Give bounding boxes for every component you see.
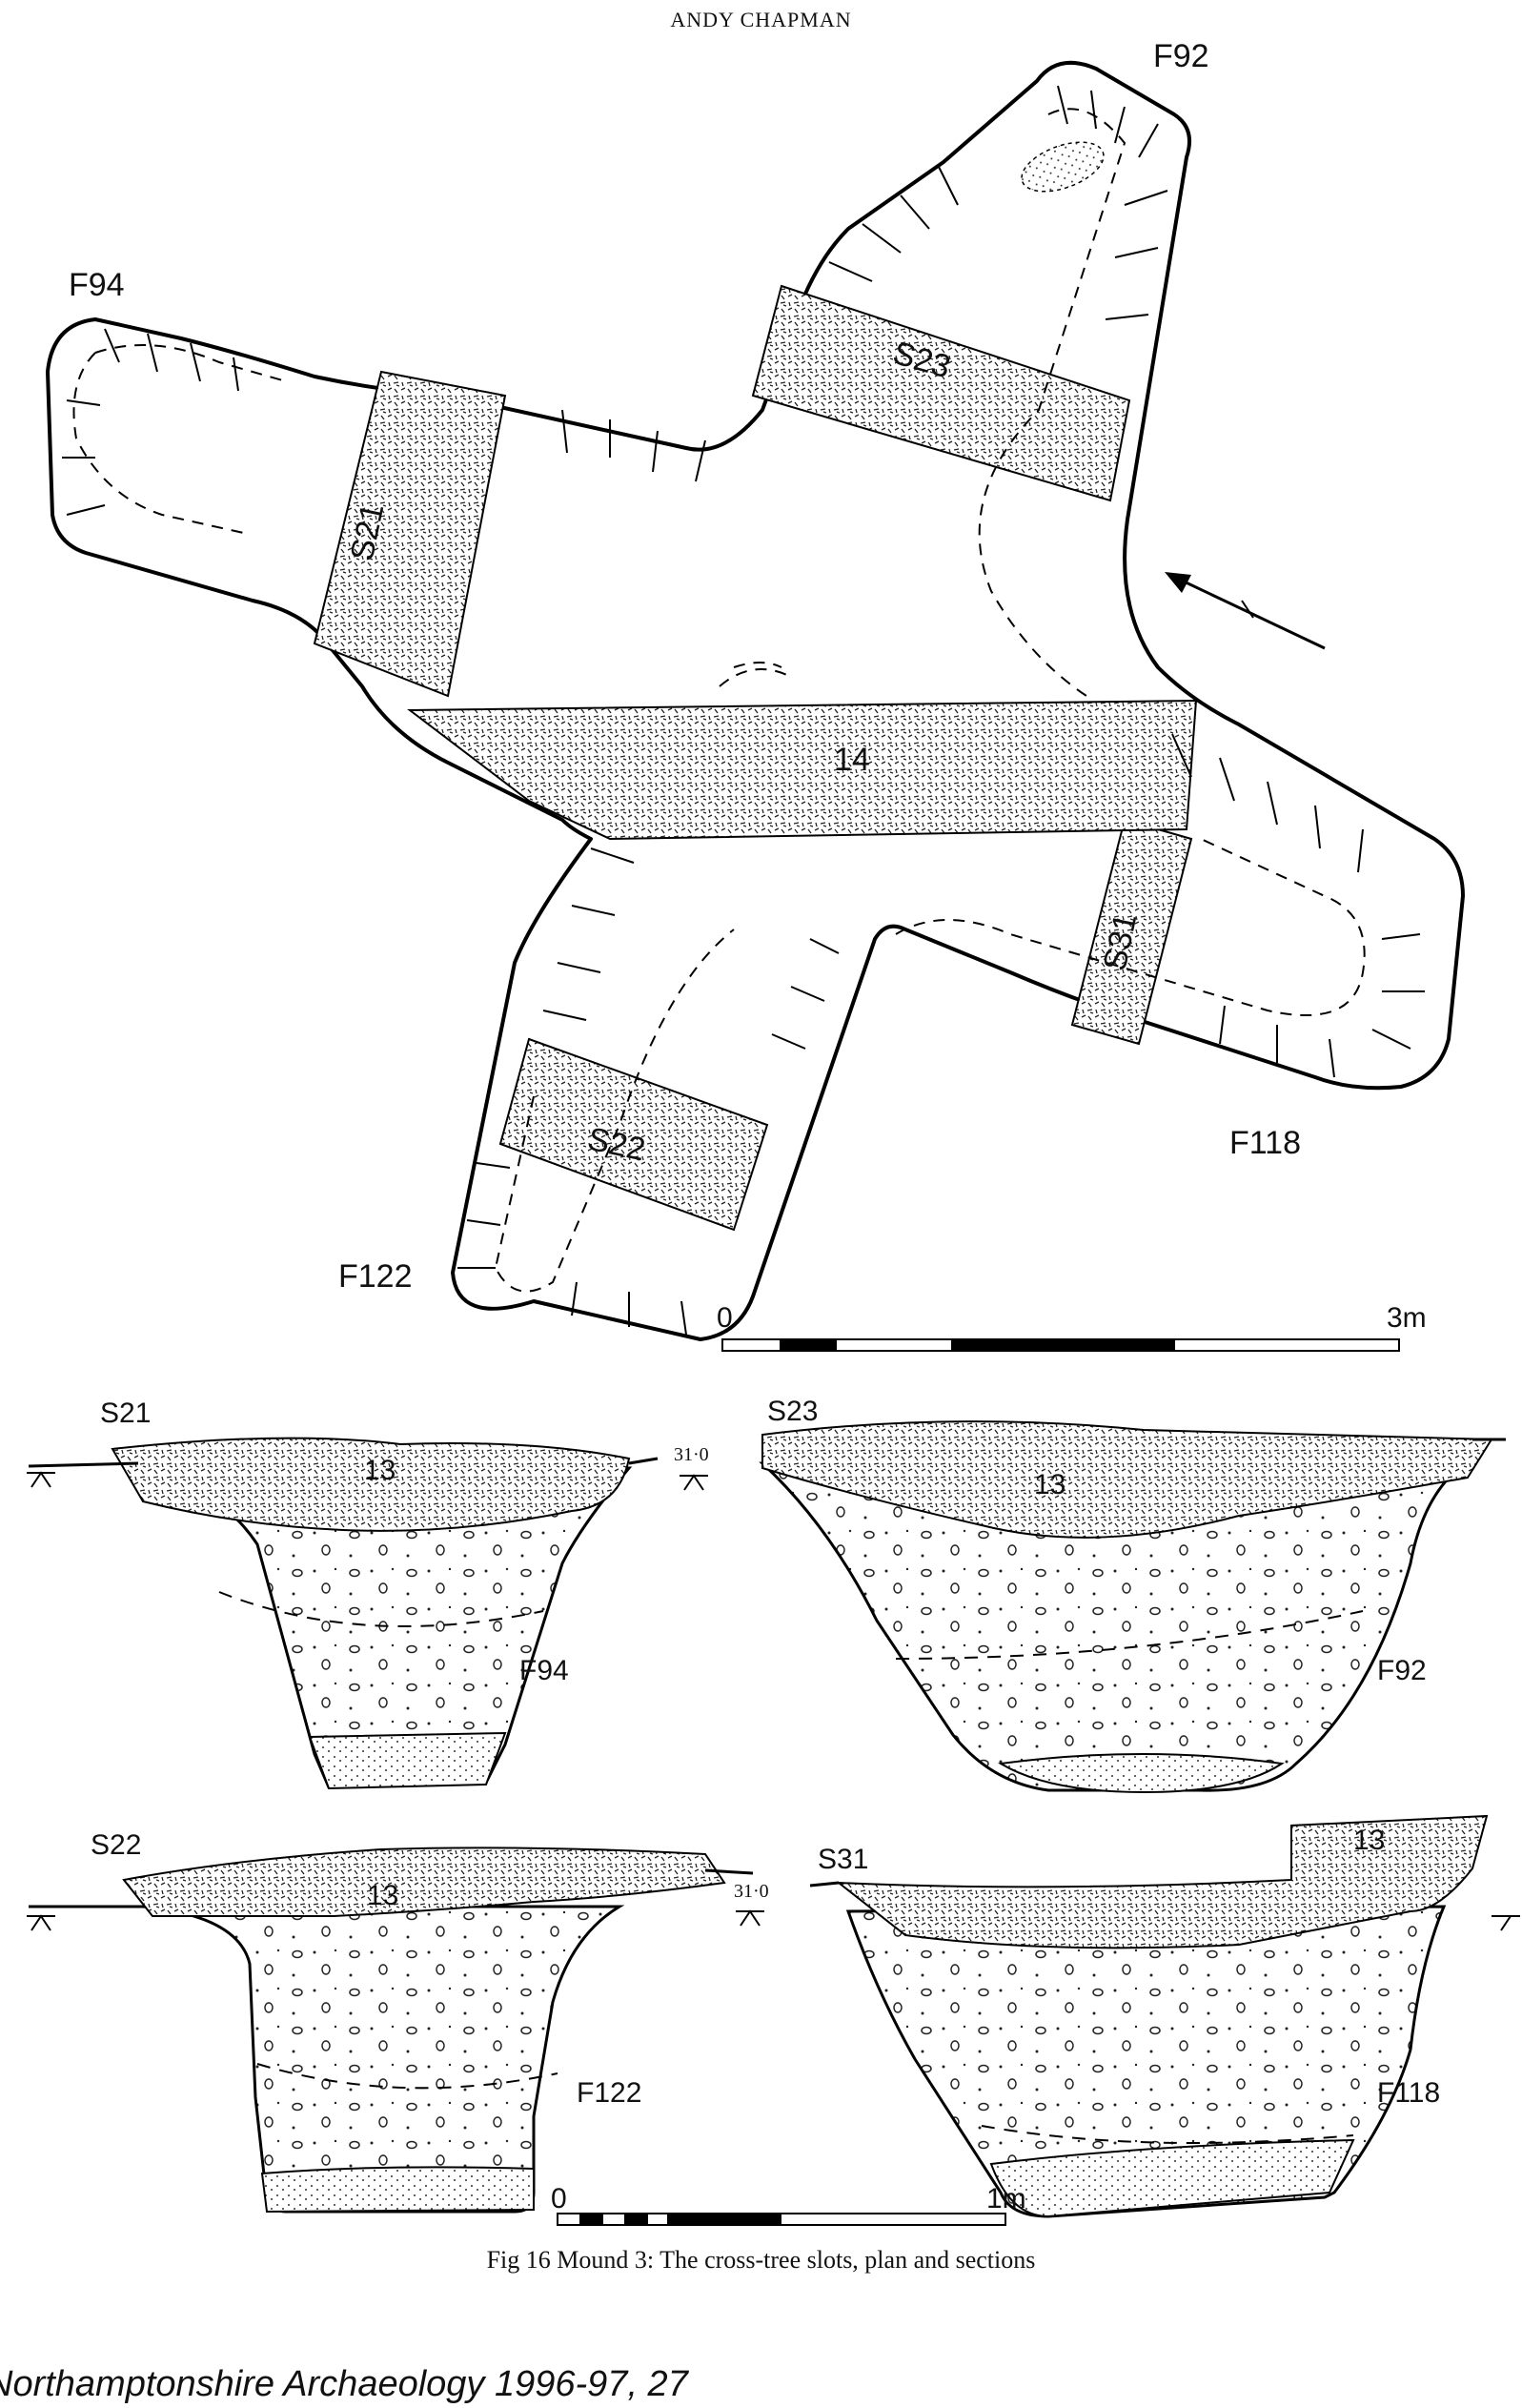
journal-footer: Northamptonshire Archaeology 1996-97, 27 bbox=[0, 2364, 688, 2404]
datum-marker-icon bbox=[680, 1474, 708, 1491]
label-f92: F92 bbox=[1153, 38, 1209, 74]
sections-scale-start: 0 bbox=[551, 2183, 567, 2214]
section-s23: S23 F92 13 bbox=[759, 1396, 1506, 1794]
label-section-s23: S23 bbox=[767, 1396, 818, 1427]
label-section-s21: S21 bbox=[100, 1398, 151, 1429]
sections-scale-bar: 0 1m bbox=[551, 2183, 1026, 2226]
label-section-s22-layer: 13 bbox=[367, 1880, 398, 1911]
f92-stone-spread bbox=[1021, 141, 1105, 193]
label-section-f92: F92 bbox=[1377, 1655, 1427, 1686]
inner-dashed-outline bbox=[72, 108, 1366, 1293]
label-section-s21-level: 31·0 bbox=[674, 1444, 709, 1465]
label-section-s31-layer: 13 bbox=[1353, 1825, 1385, 1856]
label-section-f94: F94 bbox=[519, 1655, 569, 1686]
plan-scale-bar: 0 3m bbox=[717, 1302, 1427, 1352]
label-section-s21-layer: 13 bbox=[364, 1455, 396, 1486]
north-arrow-icon bbox=[1165, 572, 1326, 650]
section-s21: S21 F94 13 31·0 bbox=[27, 1398, 709, 1790]
slot-s22 bbox=[498, 1037, 769, 1232]
figure-svg: F92 F94 F118 F122 S21 S22 S23 S31 14 0 3… bbox=[27, 38, 1520, 2226]
datum-marker-icon bbox=[1492, 1915, 1520, 1931]
running-header: ANDY CHAPMAN bbox=[670, 8, 852, 31]
label-section-s23-layer: 13 bbox=[1034, 1469, 1065, 1500]
label-section-f122: F122 bbox=[577, 2077, 641, 2109]
sections-scale-end: 1m bbox=[986, 2183, 1026, 2214]
label-f94: F94 bbox=[69, 267, 125, 303]
datum-marker-icon bbox=[27, 1914, 55, 1931]
slope-hachures bbox=[62, 85, 1425, 1336]
mound-outline bbox=[46, 60, 1465, 1341]
layer-14-band bbox=[407, 699, 1198, 841]
label-section-s22-level: 31·0 bbox=[734, 1881, 769, 1902]
figure-caption: Fig 16 Mound 3: The cross-tree slots, pl… bbox=[486, 2246, 1036, 2274]
slot-s31 bbox=[1070, 818, 1193, 1046]
plan-view: F92 F94 F118 F122 S21 S22 S23 S31 14 0 3… bbox=[46, 38, 1465, 1352]
label-f122: F122 bbox=[338, 1258, 413, 1295]
label-section-f118: F118 bbox=[1377, 2077, 1440, 2109]
slot-s21 bbox=[313, 370, 507, 698]
label-f118: F118 bbox=[1229, 1125, 1301, 1161]
plan-scale-start: 0 bbox=[717, 1302, 733, 1334]
slot-s23 bbox=[751, 284, 1131, 502]
label-layer-14: 14 bbox=[834, 742, 870, 778]
datum-marker-icon bbox=[736, 1909, 764, 1927]
sections-view: S21 F94 13 31·0 S23 F92 13 bbox=[27, 1396, 1520, 2226]
label-section-s31: S31 bbox=[818, 1844, 868, 1875]
section-s22: S22 F122 13 31·0 bbox=[27, 1829, 769, 2214]
section-s31: S31 F118 13 bbox=[809, 1814, 1520, 2218]
datum-marker-icon bbox=[27, 1471, 55, 1488]
plan-scale-end: 3m bbox=[1387, 1302, 1427, 1334]
label-section-s22: S22 bbox=[91, 1829, 141, 1861]
